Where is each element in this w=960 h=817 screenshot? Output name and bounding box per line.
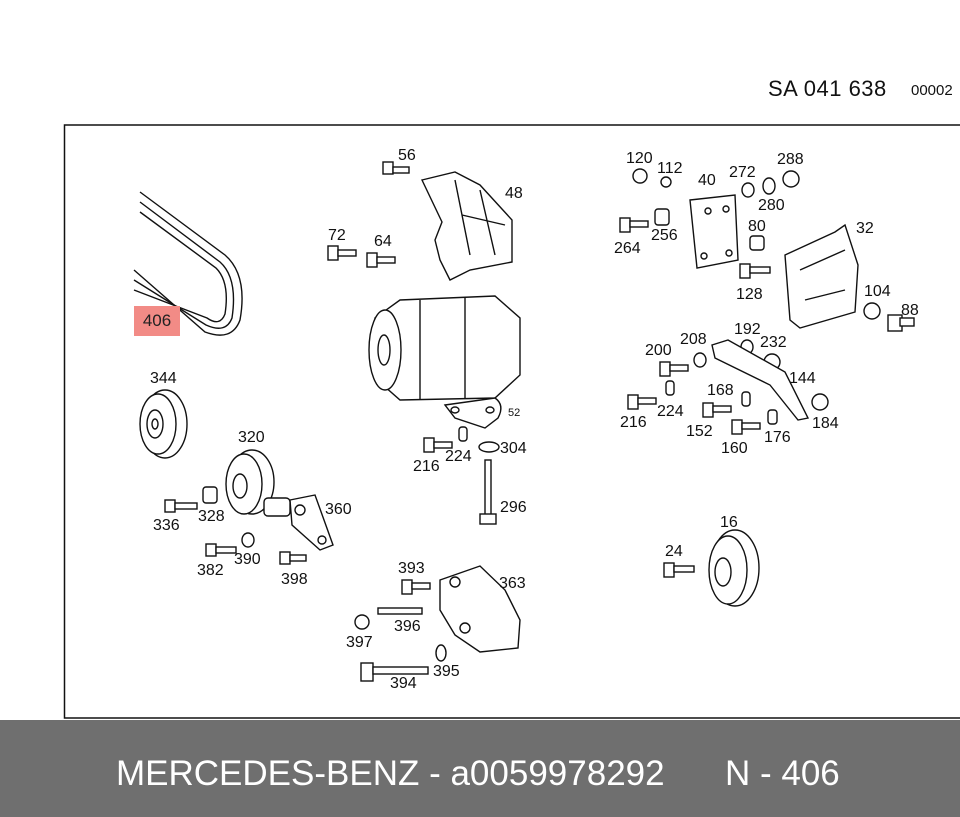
bracket-48 [420, 171, 513, 281]
label-296: 296 [500, 499, 527, 516]
gasket-52 [443, 397, 502, 429]
label-264: 264 [614, 240, 641, 257]
label-396: 396 [394, 618, 421, 635]
label-48: 48 [505, 185, 523, 202]
label-56: 56 [398, 147, 416, 164]
parts-diagram: 56 48 72 64 120 112 40 272 288 280 264 2… [63, 124, 960, 719]
label-363: 363 [499, 575, 526, 592]
label-192: 192 [734, 321, 761, 338]
strap-144 [711, 339, 810, 421]
label-224-a: 224 [445, 448, 472, 465]
highlighted-part-label[interactable]: 406 [134, 306, 180, 336]
label-112: 112 [657, 160, 683, 177]
label-393: 393 [398, 560, 425, 577]
footer-bar: MERCEDES-BENZ - a0059978292 N - 406 [0, 720, 960, 817]
label-256: 256 [651, 227, 678, 244]
label-88: 88 [901, 302, 919, 319]
label-176: 176 [764, 429, 791, 446]
label-398: 398 [281, 571, 308, 588]
label-360: 360 [325, 501, 352, 518]
label-160: 160 [721, 440, 748, 457]
label-32: 32 [856, 220, 874, 237]
label-397: 397 [346, 634, 373, 651]
label-120: 120 [626, 150, 653, 167]
label-80: 80 [748, 218, 766, 235]
label-64: 64 [374, 233, 392, 250]
label-382: 382 [197, 562, 224, 579]
label-304: 304 [500, 440, 527, 457]
footer-brand-part: MERCEDES-BENZ - a0059978292 [116, 754, 665, 793]
label-394: 394 [390, 675, 417, 692]
label-40: 40 [698, 172, 716, 189]
footer-position: N - 406 [725, 754, 840, 793]
diagram-code: SA 041 638 [768, 76, 887, 101]
diagram-page-number: 00002 [911, 82, 953, 99]
idler-pulley-320[interactable] [225, 449, 275, 515]
label-104: 104 [864, 283, 891, 300]
label-390: 390 [234, 551, 261, 568]
plate-40 [689, 194, 739, 269]
label-216-a: 216 [413, 458, 440, 475]
label-208: 208 [680, 331, 707, 348]
label-200: 200 [645, 342, 672, 359]
label-152: 152 [686, 423, 713, 440]
label-216-b: 216 [620, 414, 647, 431]
label-232: 232 [760, 334, 787, 351]
label-224-b: 224 [657, 403, 684, 420]
label-16: 16 [720, 514, 738, 531]
label-24: 24 [665, 543, 683, 560]
label-272: 272 [729, 164, 756, 181]
pulley-16[interactable] [708, 529, 760, 607]
label-280: 280 [758, 197, 785, 214]
label-52: 52 [508, 407, 520, 419]
label-395: 395 [433, 663, 460, 680]
label-320: 320 [238, 429, 265, 446]
ac-compressor[interactable] [368, 295, 521, 401]
pulley-344[interactable] [139, 389, 188, 459]
diagram-frame [63, 124, 960, 719]
label-184: 184 [812, 415, 839, 432]
label-336: 336 [153, 517, 180, 534]
belt-406[interactable] [133, 191, 243, 336]
label-168: 168 [707, 382, 734, 399]
label-144: 144 [789, 370, 816, 387]
label-344: 344 [150, 370, 177, 387]
bracket-32 [784, 223, 859, 329]
label-328: 328 [198, 508, 225, 525]
label-128: 128 [736, 286, 763, 303]
label-72: 72 [328, 227, 346, 244]
label-288: 288 [777, 151, 804, 168]
small-hardware [164, 161, 915, 682]
